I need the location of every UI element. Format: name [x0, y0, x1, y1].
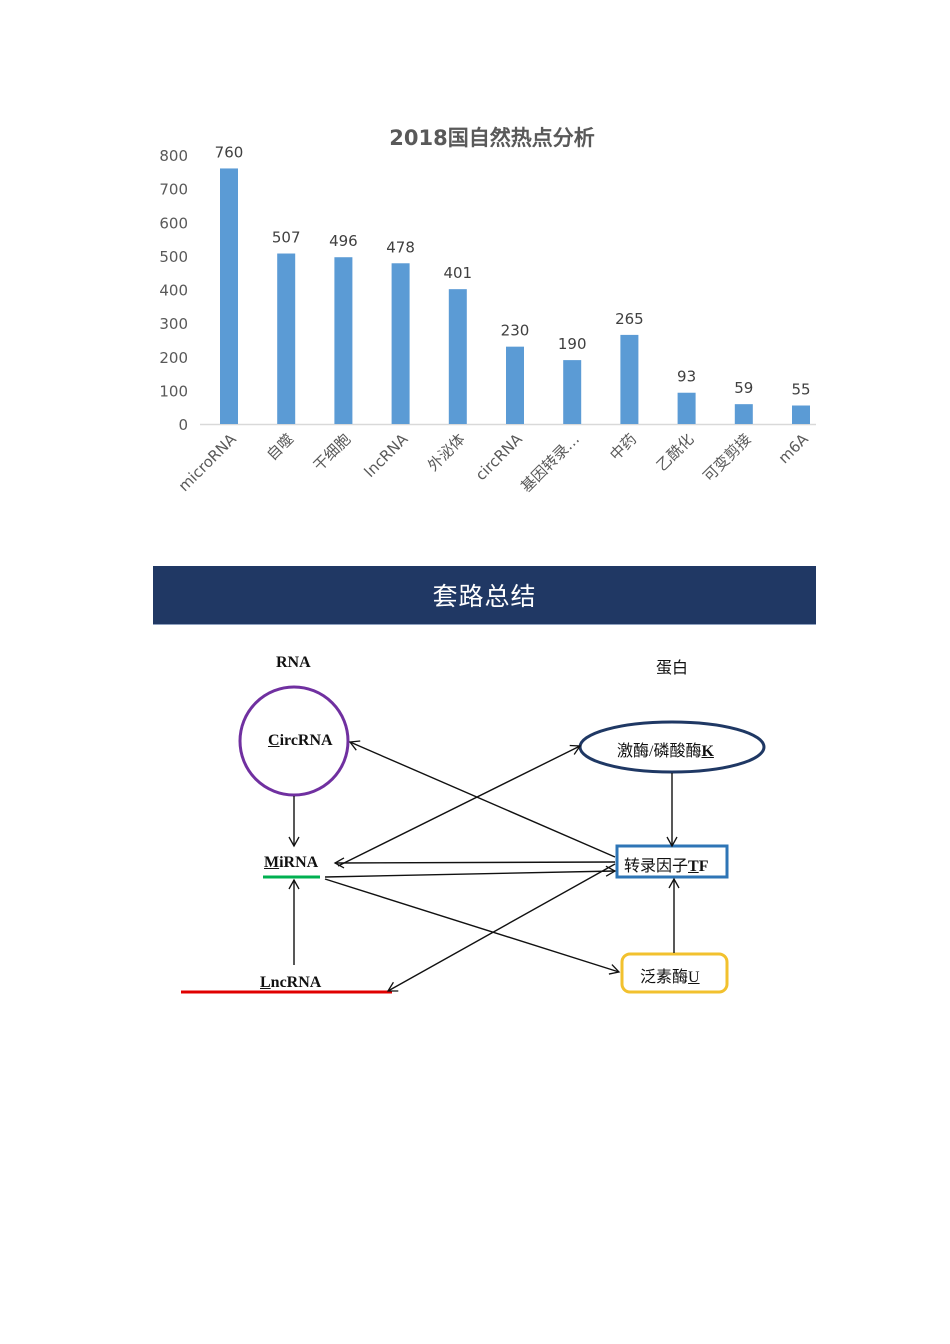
- circrna-circle: [238, 685, 350, 797]
- protein-column-label: 蛋白: [656, 660, 689, 677]
- arrow-tf-to-lncrna: [386, 863, 616, 992]
- data-label: 401: [443, 264, 472, 282]
- y-tick-label: 200: [159, 349, 188, 367]
- bar: [391, 263, 410, 424]
- y-tick-label: 600: [159, 214, 188, 232]
- tf-label: 转录因子TF: [624, 858, 709, 875]
- arrow-mirna-to-kinase: [337, 744, 582, 867]
- data-label: 507: [272, 229, 301, 247]
- bar-chart: 2018国自然热点分析 0 100 200 300 400 500 600 700 800 76…: [159, 126, 816, 496]
- bar: [506, 346, 524, 424]
- kinase-label: 激酶/磷酸酶K: [617, 743, 714, 760]
- section-banner: 套路总结: [153, 566, 816, 625]
- arrow-mirna-to-ubiquitin: [324, 878, 621, 975]
- arrow-mirna-to-tf: [324, 865, 617, 878]
- y-tick-label: 500: [159, 248, 188, 266]
- bar: [277, 253, 296, 424]
- bar: [677, 392, 696, 424]
- data-label: 59: [734, 379, 753, 397]
- bar: [220, 168, 238, 424]
- bar: [792, 405, 810, 424]
- data-label: 190: [558, 335, 587, 353]
- ubiquitin-box: [620, 952, 729, 994]
- bar: [734, 404, 753, 424]
- banner-title: 套路总结: [432, 582, 537, 611]
- y-tick-label: 300: [159, 315, 188, 333]
- bar: [334, 257, 353, 424]
- rna-column-label: RNA: [276, 654, 311, 671]
- data-label: 230: [501, 322, 530, 340]
- bars: 760 507 496 478 401 230 190 265 93 59 55: [215, 143, 811, 424]
- data-label: 55: [791, 381, 810, 399]
- y-axis: 0 100 200 300 400 500 600 700 800: [159, 147, 188, 434]
- bar: [448, 289, 467, 424]
- y-tick-label: 700: [159, 181, 188, 199]
- chart-title: 2018国自然热点分析: [389, 126, 594, 150]
- y-tick-label: 800: [159, 147, 188, 165]
- bar: [563, 360, 582, 424]
- lncrna-label: LncRNA: [260, 974, 322, 991]
- data-label: 496: [329, 232, 358, 250]
- data-label: 760: [215, 143, 244, 161]
- arrow-tf-to-mirna: [333, 857, 616, 869]
- ubiquitin-label: 泛素酶U: [640, 969, 700, 986]
- circrna-label: CircRNA: [268, 732, 333, 749]
- data-label: 265: [615, 310, 644, 328]
- y-tick-label: 400: [159, 282, 188, 300]
- mirna-label: MiRNA: [264, 854, 319, 871]
- y-tick-label: 100: [159, 382, 188, 400]
- arrow-tf-to-circrna: [348, 740, 616, 858]
- y-tick-label: 0: [178, 416, 188, 434]
- data-label: 93: [677, 368, 696, 386]
- bar: [620, 334, 639, 424]
- data-label: 478: [386, 238, 415, 256]
